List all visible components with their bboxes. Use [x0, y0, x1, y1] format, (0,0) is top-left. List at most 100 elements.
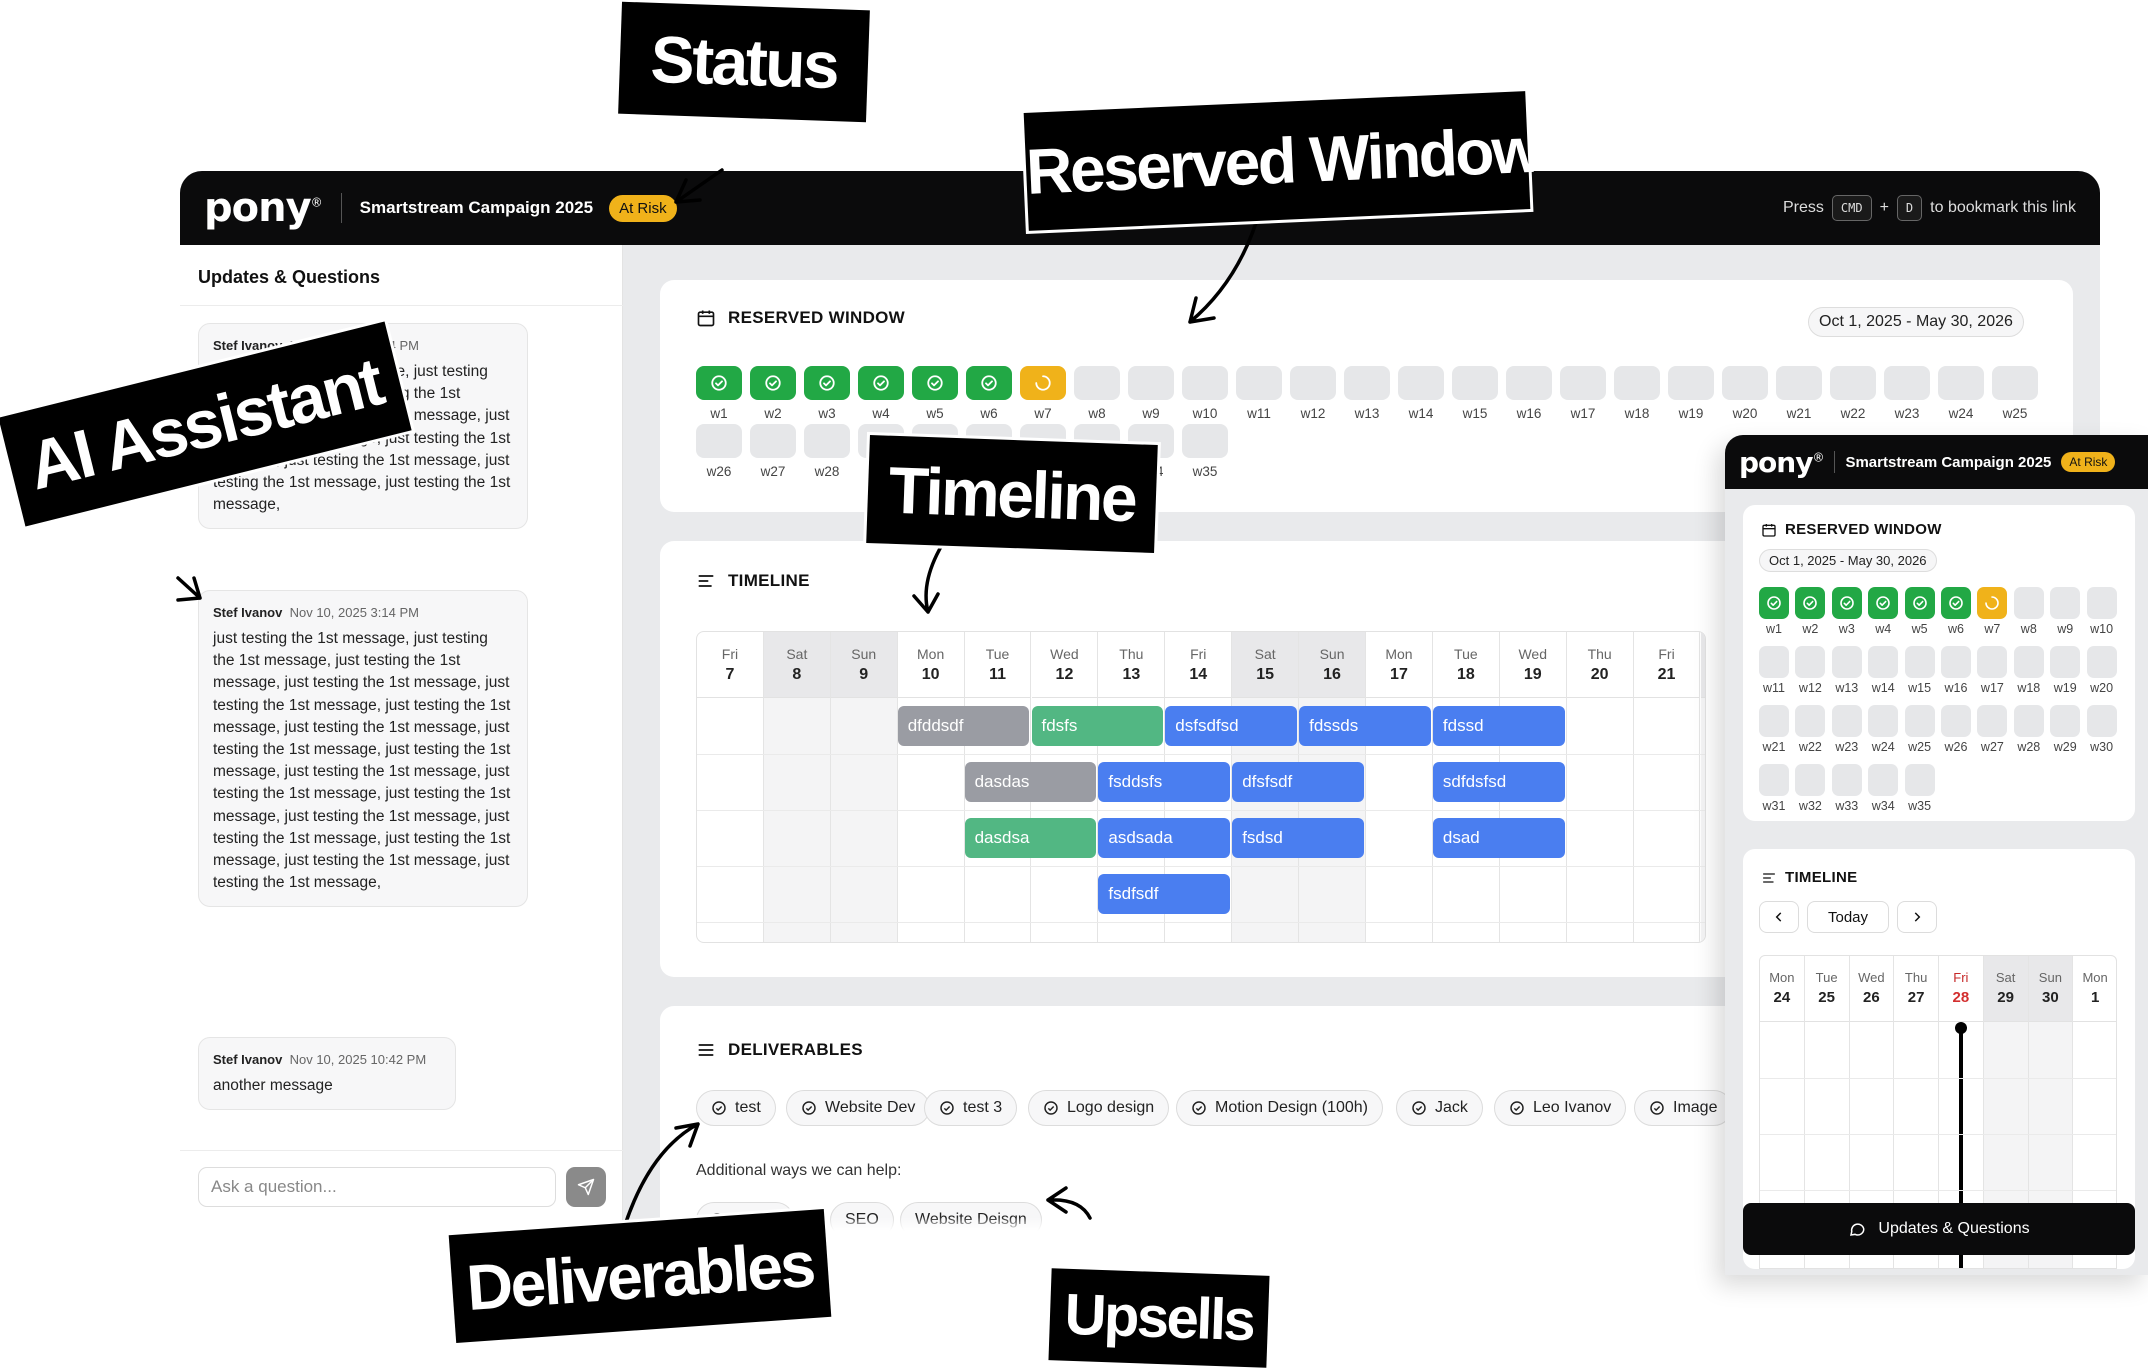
deliverable-chip[interactable]: Jack [1396, 1090, 1483, 1126]
week-cell[interactable] [1795, 764, 1826, 796]
week-cell[interactable] [1759, 587, 1789, 619]
week-cell[interactable] [696, 424, 742, 458]
week-cell[interactable] [1128, 366, 1174, 400]
send-button[interactable] [566, 1167, 606, 1207]
week-cell[interactable] [1941, 646, 1971, 678]
week-cell[interactable] [1506, 366, 1552, 400]
week-cell[interactable] [1722, 366, 1768, 400]
week-cell[interactable] [912, 366, 958, 400]
timeline-bar[interactable]: dsfsdfsd [1165, 706, 1298, 746]
divider [180, 1150, 623, 1151]
timeline-bar[interactable]: fsddsfs [1098, 762, 1231, 802]
pony-logo[interactable]: pony® [1739, 446, 1824, 479]
week-cell[interactable] [1977, 587, 2008, 619]
week-cell[interactable] [1614, 366, 1660, 400]
check-circle-icon [1412, 1101, 1426, 1115]
timeline-bar[interactable]: dasdas [964, 762, 1097, 802]
week-cell[interactable] [858, 366, 904, 400]
week-cell[interactable] [804, 424, 850, 458]
timeline-bar[interactable]: fdsfs [1031, 706, 1164, 746]
week-cell[interactable] [1795, 587, 1826, 619]
week-cell[interactable] [966, 366, 1012, 400]
week-cell[interactable] [1759, 705, 1789, 737]
week-cell[interactable] [1560, 366, 1606, 400]
week-cell[interactable] [1884, 366, 1930, 400]
week-cell[interactable] [1182, 366, 1228, 400]
week-cell[interactable] [2013, 587, 2044, 619]
deliverable-chip[interactable]: test [696, 1090, 776, 1126]
week-cell[interactable] [1831, 587, 1862, 619]
week-cell[interactable] [1977, 705, 2008, 737]
week-cell[interactable] [1977, 646, 2008, 678]
week-cell[interactable] [750, 366, 796, 400]
week-cell[interactable] [1182, 424, 1228, 458]
week-cell[interactable] [1290, 366, 1336, 400]
deliverable-chip[interactable]: Image [1634, 1090, 1733, 1126]
week-cell[interactable] [1020, 366, 1066, 400]
deliverable-chip[interactable]: test 3 [924, 1090, 1018, 1126]
week-cell[interactable] [1398, 366, 1444, 400]
week-label: w24 [1871, 740, 1895, 754]
ask-question-input[interactable]: Ask a question... [198, 1167, 556, 1207]
week-cell[interactable] [1904, 646, 1935, 678]
week-cell[interactable] [1868, 587, 1899, 619]
deliverable-chip[interactable]: Motion Design (100h) [1176, 1090, 1383, 1126]
week-cell[interactable] [1868, 764, 1899, 796]
week-cell[interactable] [2050, 587, 2081, 619]
week-cell[interactable] [1759, 764, 1789, 796]
week-cell[interactable] [1830, 366, 1876, 400]
next-button[interactable] [1897, 901, 1937, 933]
timeline-bar[interactable]: dfddsdf [897, 706, 1030, 746]
week-cell[interactable] [2086, 705, 2117, 737]
deliverable-chip[interactable]: Logo design [1028, 1090, 1170, 1126]
week-cell[interactable] [2050, 705, 2081, 737]
deliverable-chip[interactable]: Leo Ivanov [1494, 1090, 1627, 1126]
week-cell[interactable] [1904, 764, 1935, 796]
week-cell[interactable] [696, 366, 742, 400]
week-cell[interactable] [1941, 705, 1971, 737]
pony-logo[interactable]: pony® [204, 185, 323, 231]
timeline-bar[interactable]: fdssd [1432, 706, 1565, 746]
week-cell[interactable] [1904, 587, 1935, 619]
week-cell[interactable] [2013, 646, 2044, 678]
week-cell[interactable] [1776, 366, 1822, 400]
week-cell[interactable] [2013, 705, 2044, 737]
week-cell[interactable] [1795, 646, 1826, 678]
week-cell[interactable] [1236, 366, 1282, 400]
week-cell[interactable] [2086, 646, 2117, 678]
week-cell[interactable] [1831, 764, 1862, 796]
timeline-bar[interactable]: dasdsa [964, 818, 1097, 858]
timeline-bar[interactable]: fsdfsdf [1098, 874, 1231, 914]
week-cell[interactable] [1992, 366, 2038, 400]
week-cell[interactable] [2050, 646, 2081, 678]
updates-questions-button[interactable]: Updates & Questions [1743, 1203, 2135, 1255]
prev-button[interactable] [1759, 901, 1799, 933]
week-cell[interactable] [1668, 366, 1714, 400]
week-cell[interactable] [1344, 366, 1390, 400]
timeline-bar[interactable]: sdfdsfsd [1432, 762, 1565, 802]
deliverable-chip[interactable]: Website Dev [786, 1090, 931, 1126]
timeline-bar[interactable]: fdssds [1299, 706, 1431, 746]
timeline-bar[interactable]: dsad [1432, 818, 1565, 858]
week-cell[interactable] [750, 424, 796, 458]
week-cell[interactable] [1831, 705, 1862, 737]
week-cell[interactable] [1074, 366, 1120, 400]
week-cell[interactable] [1868, 646, 1899, 678]
today-button[interactable]: Today [1807, 901, 1889, 933]
week-cell[interactable] [1795, 705, 1826, 737]
week-cell[interactable] [2086, 587, 2117, 619]
week-cell[interactable] [1452, 366, 1498, 400]
timeline-bar[interactable]: dfsfsdf [1232, 762, 1364, 802]
week-label: w22 [1840, 406, 1866, 421]
check-circle-icon [1510, 1101, 1524, 1115]
timeline-bar[interactable]: asdsada [1098, 818, 1231, 858]
week-cell[interactable] [1904, 705, 1935, 737]
week-cell[interactable] [1941, 587, 1971, 619]
week-cell[interactable] [1759, 646, 1789, 678]
week-cell[interactable] [1831, 646, 1862, 678]
week-cell[interactable] [1868, 705, 1899, 737]
week-cell[interactable] [1938, 366, 1984, 400]
week-cell[interactable] [804, 366, 850, 400]
timeline-bar[interactable]: fsdsd [1232, 818, 1364, 858]
